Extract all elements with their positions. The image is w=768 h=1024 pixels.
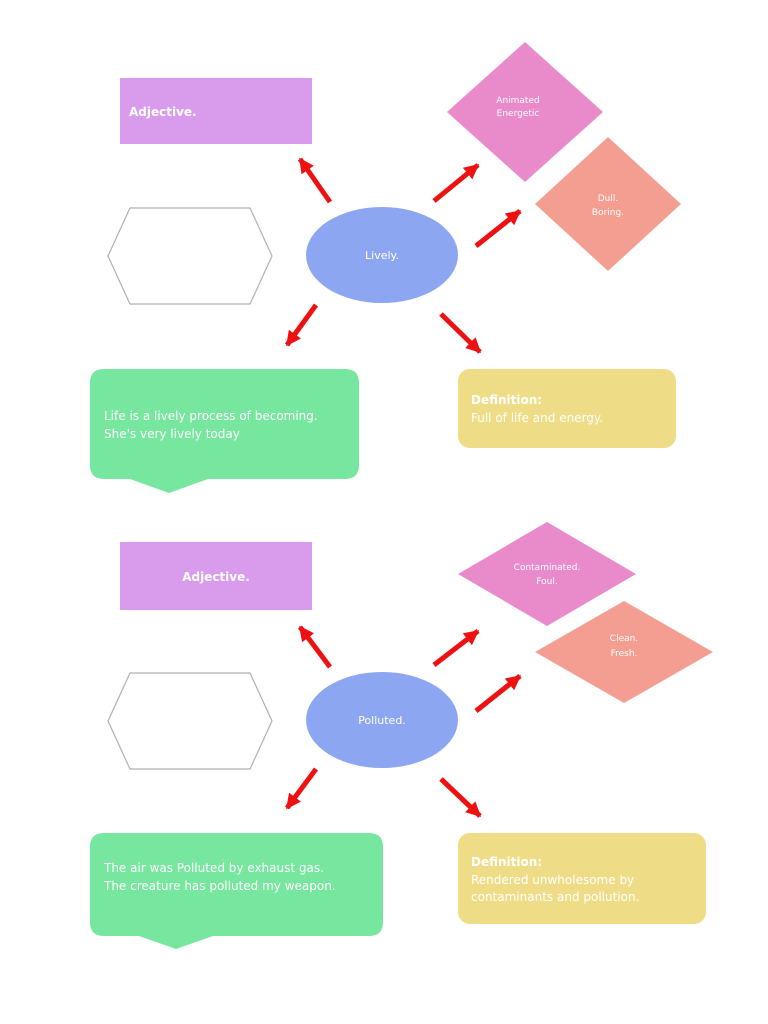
part-of-speech-label: Adjective. xyxy=(129,105,197,119)
arrow-to-definition xyxy=(439,777,482,818)
examples-callout xyxy=(90,833,383,949)
antonyms-diamond xyxy=(535,601,713,703)
example-sentence: Life is a lively process of becoming. xyxy=(104,409,318,423)
example-sentence: The air was Polluted by exhaust gas. xyxy=(103,861,324,875)
part-of-speech-label: Adjective. xyxy=(182,570,250,584)
synonyms-diamond xyxy=(447,42,603,182)
antonym-text: Boring. xyxy=(592,208,624,218)
arrow-to-part-of-speech xyxy=(297,157,333,204)
examples-callout xyxy=(90,369,359,493)
definition-text: contaminants and pollution. xyxy=(471,890,639,904)
definition-heading: Definition: xyxy=(471,855,542,869)
part-of-speech-box xyxy=(120,542,312,610)
synonym-text: Foul. xyxy=(536,577,557,587)
antonym-text: Fresh. xyxy=(611,649,638,659)
antonyms-diamond xyxy=(535,137,681,271)
antonym-text: Dull. xyxy=(598,194,619,204)
empty-hexagon xyxy=(107,672,273,770)
antonym-text: Clean. xyxy=(610,634,638,644)
arrow-to-antonyms xyxy=(474,209,522,248)
center-word-label: Polluted. xyxy=(358,714,406,727)
definition-text: Rendered unwholesome by xyxy=(471,873,634,887)
arrow-to-synonyms xyxy=(432,629,480,667)
word-map-polluted: Adjective. Contaminated. Foul. Clean. Fr… xyxy=(90,522,713,949)
example-sentence: She's very lively today xyxy=(104,427,240,441)
synonym-text: Contaminated. xyxy=(514,563,581,573)
word-map-lively: Adjective. Animated Energetic Dull. Bori… xyxy=(90,42,681,493)
center-word-ellipse xyxy=(306,672,458,768)
synonym-text: Energetic xyxy=(497,109,540,119)
arrow-to-part-of-speech xyxy=(298,625,332,669)
definition-box xyxy=(458,369,676,448)
arrow-to-examples xyxy=(284,767,319,810)
arrow-to-examples xyxy=(284,303,319,347)
synonym-text: Animated xyxy=(496,96,539,106)
definition-heading: Definition: xyxy=(471,393,542,407)
arrow-to-antonyms xyxy=(474,674,522,713)
empty-hexagon xyxy=(107,207,273,305)
definition-box xyxy=(458,833,706,924)
definition-text: Full of life and energy. xyxy=(471,411,603,425)
example-sentence: The creature has polluted my weapon. xyxy=(103,879,336,893)
arrow-to-definition xyxy=(439,312,482,354)
part-of-speech-box xyxy=(120,78,312,144)
center-word-ellipse xyxy=(306,207,458,303)
arrow-to-synonyms xyxy=(432,163,480,203)
center-word-label: Lively. xyxy=(365,249,399,262)
synonyms-diamond xyxy=(458,522,636,626)
